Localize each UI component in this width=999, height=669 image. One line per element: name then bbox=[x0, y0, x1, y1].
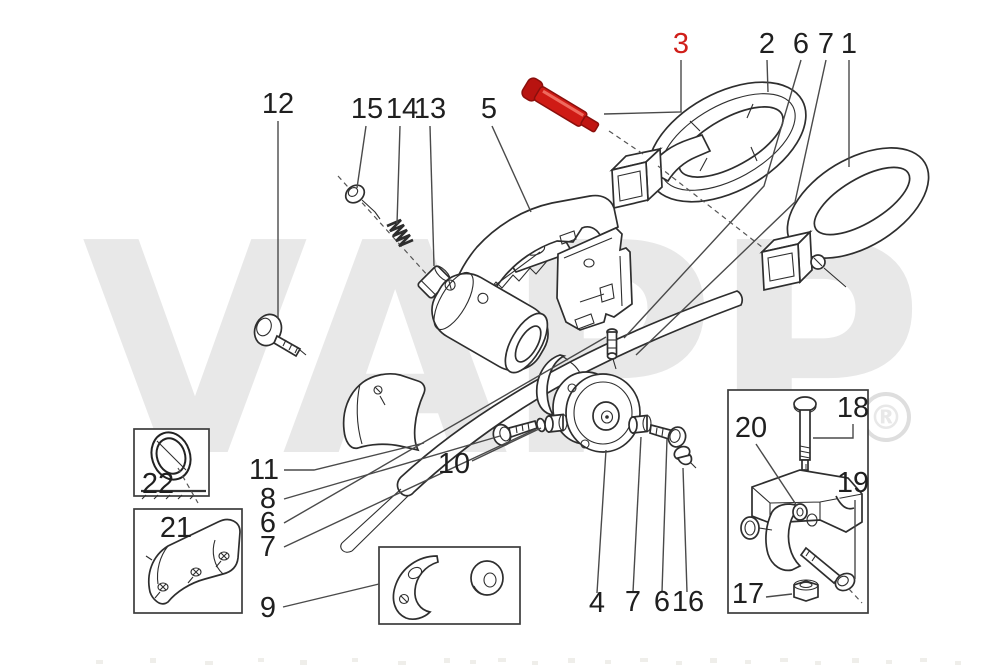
leader-lines bbox=[277, 59, 856, 608]
inset-box-21 bbox=[133, 508, 243, 614]
callout-labels: 3 2 6 7 1 12 15 14 13 5 11 8 6 7 10 22 2… bbox=[142, 28, 869, 624]
inset-box-22 bbox=[133, 428, 210, 504]
callout-8: 8 bbox=[260, 483, 276, 515]
callout-6-top: 6 bbox=[793, 28, 809, 60]
callout-4: 4 bbox=[589, 587, 605, 619]
inset-box-9 bbox=[378, 546, 521, 625]
callout-19: 19 bbox=[837, 467, 869, 499]
screw-part-15 bbox=[344, 184, 381, 220]
callout-22: 22 bbox=[142, 468, 174, 500]
registered-mark: ® bbox=[869, 398, 903, 438]
pin-assembly-dash bbox=[608, 130, 647, 157]
callout-3: 3 bbox=[673, 28, 689, 60]
callout-5: 5 bbox=[481, 93, 497, 125]
disc-fasteners bbox=[492, 413, 697, 469]
highlighted-pin-part-3 bbox=[521, 77, 600, 133]
snap-ring-part-22 bbox=[150, 431, 192, 481]
clamp-plate-part-21 bbox=[145, 518, 241, 605]
coupling-body-part-5 bbox=[431, 194, 633, 374]
callout-6-bottom: 6 bbox=[654, 586, 670, 618]
bracket-part-20 bbox=[751, 469, 863, 572]
callout-11: 11 bbox=[249, 454, 279, 486]
callout-16: 16 bbox=[672, 586, 704, 618]
nut-part-17 bbox=[793, 579, 819, 602]
callout-18: 18 bbox=[837, 392, 869, 424]
callout-21: 21 bbox=[160, 512, 192, 544]
callout-13: 13 bbox=[414, 93, 446, 125]
callout-10: 10 bbox=[438, 448, 470, 480]
callout-6-left: 6 bbox=[260, 507, 276, 539]
callout-17: 17 bbox=[732, 578, 764, 610]
callout-1: 1 bbox=[841, 28, 857, 60]
spring-part-14 bbox=[386, 218, 414, 248]
screw-part-12 bbox=[253, 313, 307, 358]
bolt-part-19 bbox=[799, 546, 863, 604]
pivot-disc-part-4 bbox=[552, 371, 641, 453]
grommet bbox=[470, 560, 504, 596]
spacer-part-6-right bbox=[628, 414, 652, 434]
callout-20: 20 bbox=[735, 412, 767, 444]
cam-part-9 bbox=[392, 555, 439, 621]
operating-lever bbox=[340, 290, 744, 553]
cover-part-11 bbox=[342, 373, 426, 452]
callout-7-left: 7 bbox=[260, 531, 276, 563]
cam-plate bbox=[765, 503, 805, 572]
handle-part-1 bbox=[759, 147, 930, 292]
rivet-part-16 bbox=[673, 445, 697, 469]
callout-7-bottom: 7 bbox=[625, 586, 641, 618]
inset-box-right bbox=[727, 389, 869, 614]
callout-2: 2 bbox=[759, 28, 775, 60]
callout-15: 15 bbox=[351, 93, 383, 125]
wing-nut bbox=[740, 516, 773, 540]
handle-part-2 bbox=[609, 81, 807, 210]
callout-12: 12 bbox=[262, 88, 294, 120]
callout-14: 14 bbox=[386, 93, 418, 125]
callout-7-top: 7 bbox=[818, 28, 834, 60]
callout-9: 9 bbox=[260, 592, 276, 624]
cropped-text-remnant bbox=[96, 658, 961, 665]
spacer-part-6-left bbox=[544, 413, 568, 433]
socket-assembly-dash bbox=[657, 165, 763, 248]
bolt-right bbox=[649, 423, 687, 448]
